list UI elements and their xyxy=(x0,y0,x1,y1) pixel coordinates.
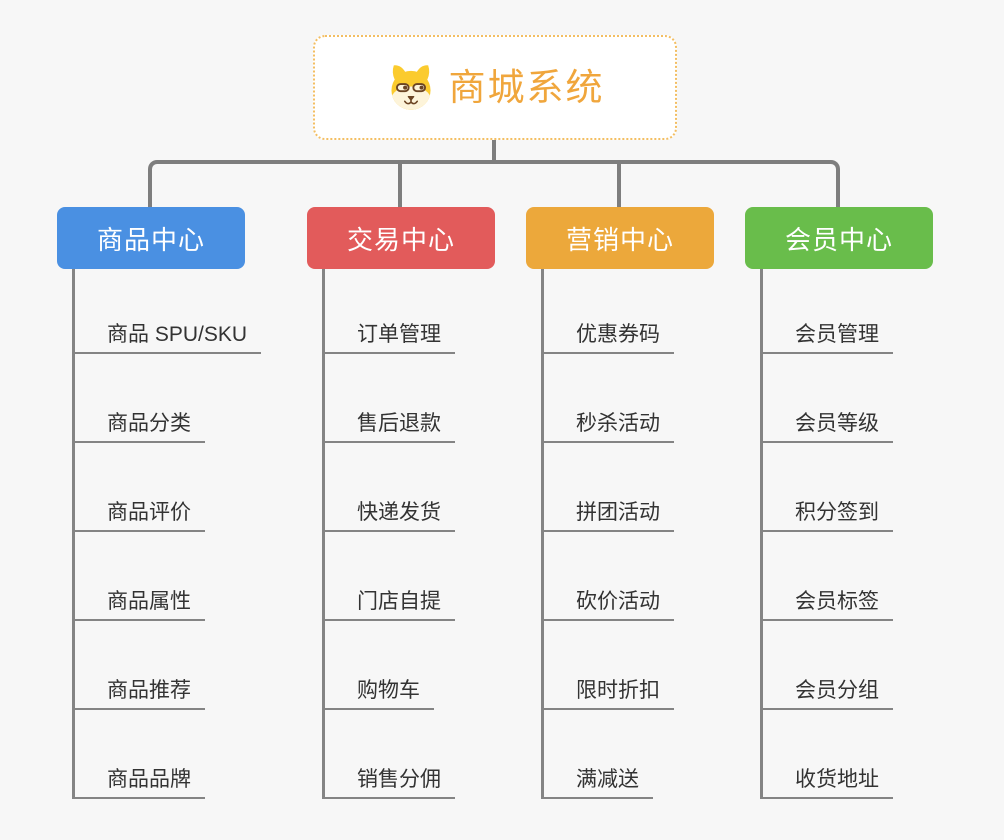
branch-label: 会员中心 xyxy=(784,224,893,255)
leaf-item[interactable]: 商品 SPU/SKU xyxy=(75,324,262,354)
connector-drop-branch3 xyxy=(617,162,621,207)
leaf-item[interactable]: 收货地址 xyxy=(763,769,893,799)
branch-leaves-member: 会员管理 会员等级 积分签到 会员标签 会员分组 收货地址 xyxy=(760,269,893,799)
leaf-item[interactable]: 拼团活动 xyxy=(544,502,674,532)
leaf-item[interactable]: 优惠券码 xyxy=(544,324,674,354)
leaf-item[interactable]: 满减送 xyxy=(544,769,653,799)
connector-frame xyxy=(148,160,840,207)
branch-node-member[interactable]: 会员中心 xyxy=(745,207,933,269)
leaf-item[interactable]: 商品推荐 xyxy=(75,680,205,710)
shiba-dog-icon xyxy=(390,64,431,110)
leaf-item[interactable]: 会员等级 xyxy=(763,413,893,443)
branch-node-marketing[interactable]: 营销中心 xyxy=(526,207,714,269)
leaf-item[interactable]: 销售分佣 xyxy=(325,769,455,799)
branch-leaves-trade: 订单管理 售后退款 快递发货 门店自提 购物车 销售分佣 xyxy=(322,269,455,799)
leaf-item[interactable]: 商品分类 xyxy=(75,413,205,443)
leaf-item[interactable]: 积分签到 xyxy=(763,502,893,532)
branch-leaves-marketing: 优惠券码 秒杀活动 拼团活动 砍价活动 限时折扣 满减送 xyxy=(541,269,674,799)
connector-root-trunk xyxy=(492,136,496,162)
branch-label: 交易中心 xyxy=(346,224,455,255)
branch-leaves-product: 商品 SPU/SKU 商品分类 商品评价 商品属性 商品推荐 商品品牌 xyxy=(72,269,262,799)
leaf-item[interactable]: 购物车 xyxy=(325,680,434,710)
leaf-item[interactable]: 门店自提 xyxy=(325,591,455,621)
branch-label: 商品中心 xyxy=(96,224,205,255)
leaf-item[interactable]: 限时折扣 xyxy=(544,680,674,710)
leaf-item[interactable]: 售后退款 xyxy=(325,413,455,443)
leaf-item[interactable]: 会员标签 xyxy=(763,591,893,621)
root-node[interactable]: 商城系统 xyxy=(313,35,677,140)
leaf-item[interactable]: 订单管理 xyxy=(325,324,455,354)
leaf-item[interactable]: 会员分组 xyxy=(763,680,893,710)
branch-node-trade[interactable]: 交易中心 xyxy=(307,207,495,269)
leaf-item[interactable]: 商品属性 xyxy=(75,591,205,621)
leaf-item[interactable]: 秒杀活动 xyxy=(544,413,674,443)
root-title: 商城系统 xyxy=(448,67,605,108)
branch-node-product[interactable]: 商品中心 xyxy=(57,207,245,269)
leaf-item[interactable]: 快递发货 xyxy=(325,502,455,532)
leaf-item[interactable]: 商品品牌 xyxy=(75,769,205,799)
branch-label: 营销中心 xyxy=(565,224,674,255)
connector-drop-branch2 xyxy=(398,162,402,207)
leaf-item[interactable]: 会员管理 xyxy=(763,324,893,354)
leaf-item[interactable]: 砍价活动 xyxy=(544,591,674,621)
leaf-item[interactable]: 商品评价 xyxy=(75,502,205,532)
